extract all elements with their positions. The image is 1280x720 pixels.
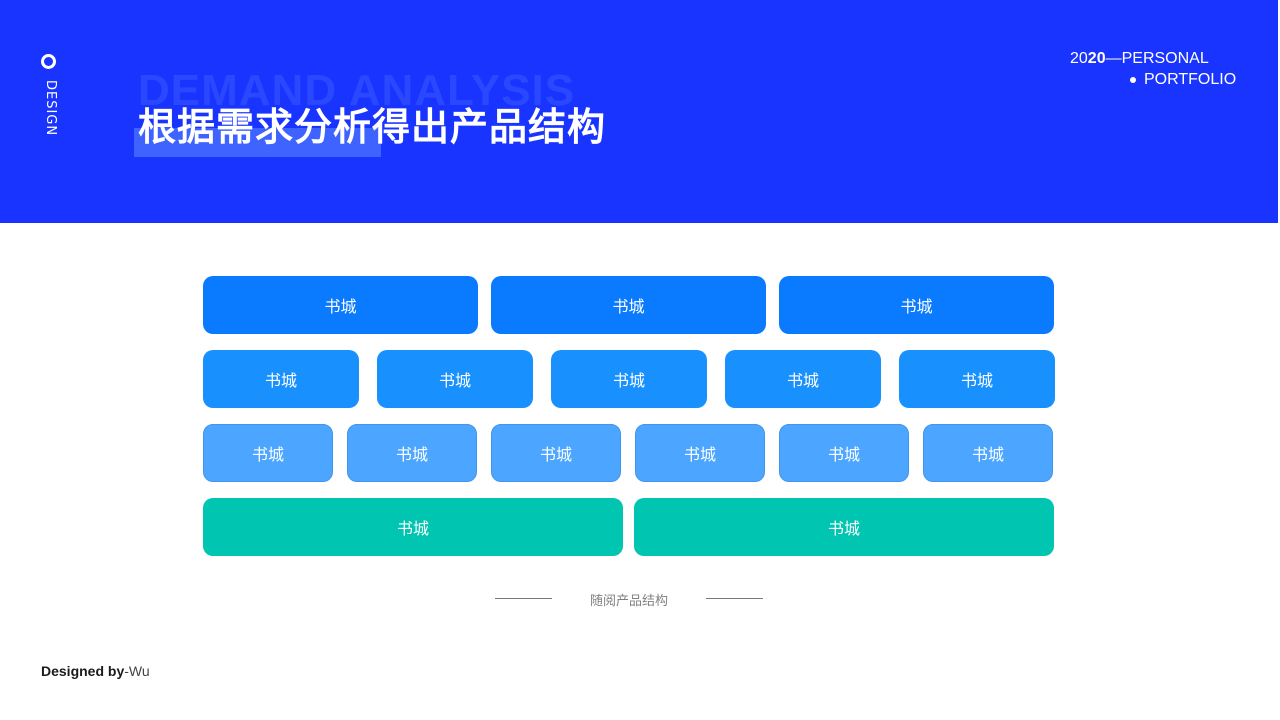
page-title: 根据需求分析得出产品结构	[138, 105, 607, 149]
structure-box: 书城	[377, 350, 533, 408]
footer-credit: Designed by-Wu	[41, 663, 150, 679]
personal-text: PERSONAL	[1121, 50, 1209, 67]
structure-box: 书城	[203, 350, 359, 408]
structure-box: 书城	[203, 276, 478, 334]
year-prefix: 20	[1070, 50, 1088, 67]
structure-box: 书城	[899, 350, 1055, 408]
caption-divider-right	[706, 598, 763, 599]
portfolio-line-2: PORTFOLIO	[1144, 71, 1237, 88]
header-banner: DESIGN DEMAND ANALYSIS 根据需求分析得出产品结构 2020…	[0, 0, 1278, 223]
footer-author: -Wu	[124, 663, 150, 679]
caption-divider-left	[495, 598, 552, 599]
structure-box: 书城	[347, 424, 477, 482]
structure-box: 书城	[779, 424, 909, 482]
footer-prefix: Designed by	[41, 663, 125, 679]
ghost-title: DEMAND ANALYSIS	[138, 66, 576, 115]
structure-box: 书城	[635, 424, 765, 482]
dash: —	[1105, 50, 1122, 67]
structure-box: 书城	[634, 498, 1054, 556]
circle-icon	[41, 54, 56, 69]
structure-box: 书城	[203, 424, 333, 482]
title-highlight	[134, 128, 381, 157]
caption: 随阅产品结构	[589, 594, 668, 609]
year-suffix: 20	[1087, 50, 1106, 67]
side-label: DESIGN	[43, 80, 58, 137]
structure-box: 书城	[491, 424, 621, 482]
structure-box: 书城	[491, 276, 766, 334]
structure-box: 书城	[203, 498, 623, 556]
structure-box: 书城	[923, 424, 1053, 482]
structure-box: 书城	[725, 350, 881, 408]
structure-box: 书城	[779, 276, 1054, 334]
structure-box: 书城	[551, 350, 707, 408]
portfolio-line-1: 2020—PERSONAL	[1070, 50, 1209, 68]
bullet-dot-icon	[1130, 77, 1136, 83]
